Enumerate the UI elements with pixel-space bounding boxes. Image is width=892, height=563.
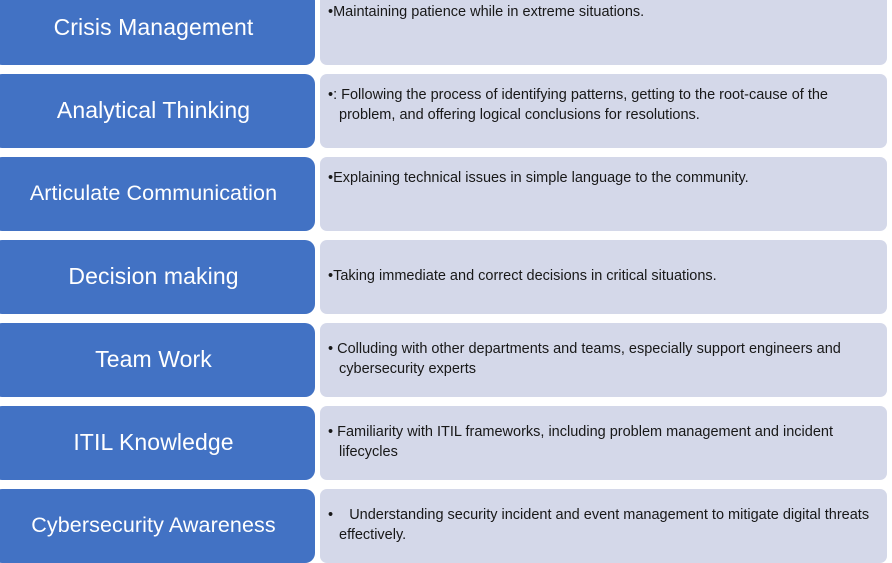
skill-label-text: Crisis Management [53, 14, 254, 41]
skill-label-box[interactable]: Decision making [0, 240, 315, 314]
skill-label-box[interactable]: Cybersecurity Awareness [0, 489, 315, 563]
skill-label-text: Decision making [68, 263, 239, 290]
skill-row: ITIL Knowledge • Familiarity with ITIL fr… [0, 406, 892, 480]
skill-description-body: Colluding with other departments and tea… [333, 341, 845, 377]
bullet-icon: • [328, 507, 334, 524]
skill-description-body: : Following the process of identifying p… [333, 87, 833, 123]
skill-label-text: Articulate Communication [29, 181, 278, 206]
skill-description-text: •Taking immediate and correct decisions … [328, 267, 873, 287]
skill-description-inner: • Familiarity with ITIL frameworks, incl… [320, 423, 887, 462]
bullet-icon: • [328, 268, 334, 285]
skill-label-box[interactable]: Crisis Management [0, 0, 315, 65]
skill-description-inner: •: Following the process of identifying … [320, 74, 887, 125]
skill-description-box: • Understanding security incident and ev… [320, 489, 887, 563]
skill-description-text: •Maintaining patience while in extreme s… [328, 3, 873, 23]
skill-description-box: •: Following the process of identifying … [320, 74, 887, 148]
skill-description-body: Understanding security incident and even… [333, 507, 874, 543]
skill-row: Crisis Management •Maintaining patience w… [0, 0, 892, 65]
skill-description-text: • Familiarity with ITIL frameworks, incl… [328, 423, 873, 462]
skill-description-box: •Taking immediate and correct decisions … [320, 240, 887, 314]
skill-description-text: • Understanding security incident and ev… [328, 506, 873, 545]
skill-description-box: •Explaining technical issues in simple l… [320, 157, 887, 231]
skill-description-inner: •Maintaining patience while in extreme s… [320, 0, 887, 23]
skill-description-inner: •Taking immediate and correct decisions … [320, 267, 887, 287]
skill-description-text: • Colluding with other departments and t… [328, 340, 873, 379]
bullet-icon: • [328, 170, 334, 186]
skill-label-box[interactable]: Team Work [0, 323, 315, 397]
skill-description-inner: •Explaining technical issues in simple l… [320, 157, 887, 189]
bullet-icon: • [328, 87, 334, 103]
skill-description-text: •Explaining technical issues in simple l… [328, 169, 873, 189]
skill-row: Team Work • Colluding with other departme… [0, 323, 892, 397]
skill-label-box[interactable]: Articulate Communication [0, 157, 315, 231]
skill-label-text: ITIL Knowledge [73, 429, 234, 456]
bullet-icon: • [328, 341, 334, 358]
bullet-icon: • [328, 424, 334, 441]
skill-description-body: Familiarity with ITIL frameworks, includ… [333, 424, 838, 460]
skill-description-inner: • Understanding security incident and ev… [320, 506, 887, 545]
skill-description-box: •Maintaining patience while in extreme s… [320, 0, 887, 65]
skill-row: Articulate Communication •Explaining tech… [0, 157, 892, 231]
bullet-icon: • [328, 4, 334, 20]
skill-row: Decision making •Taking immediate and cor… [0, 240, 892, 314]
skill-description-box: • Familiarity with ITIL frameworks, incl… [320, 406, 887, 480]
skill-description-body: Taking immediate and correct decisions i… [333, 268, 717, 285]
skill-description-body: Explaining technical issues in simple la… [333, 170, 749, 186]
skill-description-text: •: Following the process of identifying … [328, 86, 873, 125]
skill-label-text: Analytical Thinking [56, 97, 251, 124]
skill-label-box[interactable]: ITIL Knowledge [0, 406, 315, 480]
skill-row: Cybersecurity Awareness • Understanding s… [0, 489, 892, 563]
skill-row: Analytical Thinking •: Following the proc… [0, 74, 892, 148]
skill-description-box: • Colluding with other departments and t… [320, 323, 887, 397]
skill-label-box[interactable]: Analytical Thinking [0, 74, 315, 148]
skill-description-inner: • Colluding with other departments and t… [320, 340, 887, 379]
skill-label-text: Team Work [95, 346, 212, 373]
skill-description-body: Maintaining patience while in extreme si… [333, 4, 645, 20]
